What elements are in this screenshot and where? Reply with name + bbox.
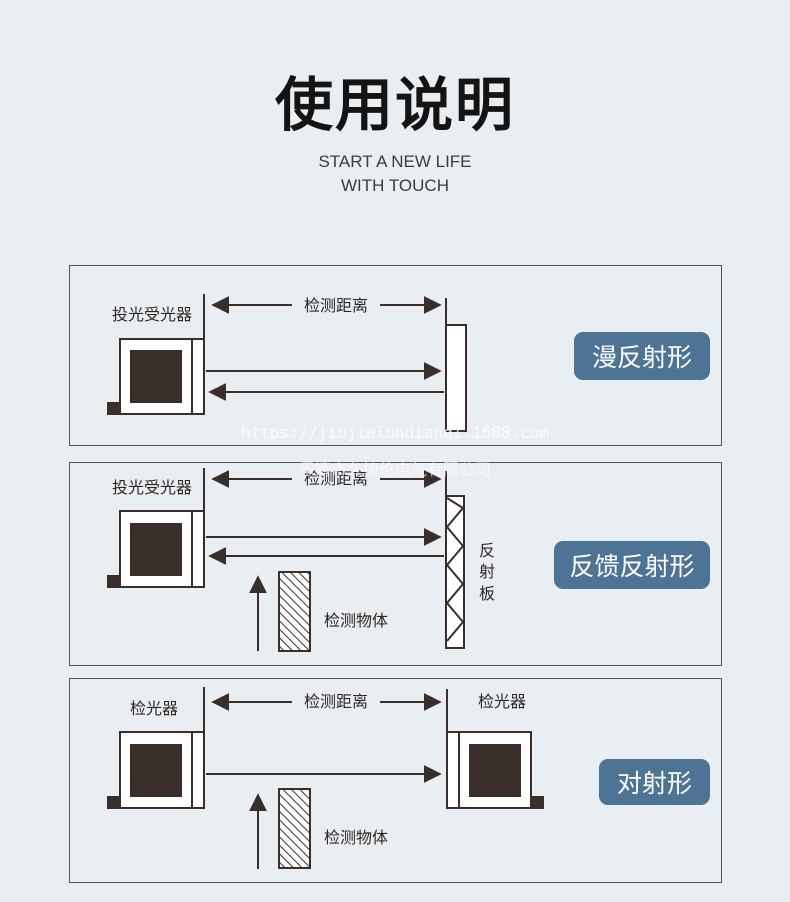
retro-diagram: 投光受光器 检测距离 反 射 板 检测物体 xyxy=(107,468,495,652)
sensor-lens xyxy=(191,338,205,415)
reflector-label-2: 射 xyxy=(479,562,495,581)
distance-label: 检测距离 xyxy=(304,469,368,488)
emitter-lens xyxy=(191,731,205,809)
distance-label: 检测距离 xyxy=(304,296,368,315)
reflector-label-1: 反 xyxy=(479,541,495,560)
target-object xyxy=(445,324,467,432)
sensor-element xyxy=(130,350,182,403)
receiver-element xyxy=(469,744,521,797)
receiver-lens xyxy=(446,731,460,809)
emitter-label: 检光器 xyxy=(130,699,178,718)
emitter-base xyxy=(107,796,121,809)
object-label: 检测物体 xyxy=(324,611,388,630)
object-label: 检测物体 xyxy=(324,828,388,847)
type-badge-retro: 反馈反射形 xyxy=(554,541,710,589)
detected-object xyxy=(278,788,311,869)
panel-through-beam: 检光器 检测距离 检光器 检测物体 对射形 xyxy=(69,678,722,883)
type-badge-through-beam: 对射形 xyxy=(599,759,710,805)
emitter-element xyxy=(130,744,182,797)
reflector-zigzag xyxy=(445,497,465,642)
sensor-label: 投光受光器 xyxy=(112,305,192,324)
type-badge-diffuse: 漫反射形 xyxy=(574,332,710,380)
receiver-label: 检光器 xyxy=(478,692,526,711)
sensor-label: 投光受光器 xyxy=(112,478,192,497)
panel-diffuse-reflection: 投光受光器 检测距离 漫反射形 xyxy=(69,265,722,446)
receiver-base xyxy=(530,796,544,809)
page-title: 使用说明 xyxy=(274,71,515,139)
through-beam-diagram: 检光器 检测距离 检光器 检测物体 xyxy=(107,687,544,869)
sensor-base xyxy=(107,575,121,588)
sensor-element xyxy=(130,523,182,576)
subtitle-line-2: WITH TOUCH xyxy=(341,176,449,195)
distance-label: 检测距离 xyxy=(304,692,368,711)
detected-object xyxy=(278,571,311,652)
reflector-label-3: 板 xyxy=(479,584,495,603)
diffuse-diagram: 投光受光器 检测距离 xyxy=(107,294,467,432)
reflector-plate xyxy=(445,495,465,649)
panel-retro-reflective: 投光受光器 检测距离 反 射 板 检测物体 反馈反射形 xyxy=(69,462,722,666)
sensor-lens xyxy=(191,510,205,588)
subtitle-line-1: START A NEW LIFE xyxy=(318,152,472,171)
sensor-base xyxy=(107,402,121,415)
